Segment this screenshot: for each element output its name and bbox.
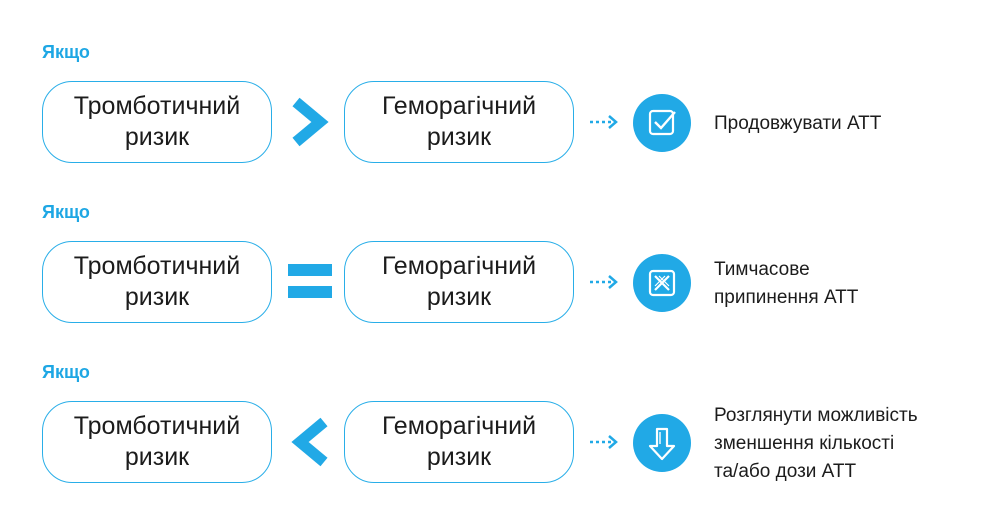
result-text: Тимчасове припинення АТТ [714,259,859,308]
greater-than-icon [292,97,329,147]
row-heading: Якщо [42,202,90,222]
check-icon [633,94,691,152]
x-icon [633,254,691,312]
dotted-arrow-icon [590,435,618,449]
hemorrhagic-risk-box: Геморагічний ризик [344,401,574,483]
box-label: Тромботичний ризик [73,92,241,151]
condition-row-1: Якщо Тромботичний ризик Геморагічний риз… [0,0,1000,163]
box-label: Геморагічний ризик [381,92,537,151]
box-label: Тромботичний ризик [73,412,241,471]
thrombotic-risk-box: Тромботичний ризик [42,241,272,323]
row-heading: Якщо [42,362,90,382]
box-label: Тромботичний ризик [73,252,241,311]
arrow-down-icon [633,414,691,472]
result-text: Продовжувати АТТ [714,113,882,134]
result-text: Розглянути можливість зменшення кількост… [714,405,918,482]
condition-row-3: Якщо Тромботичний ризик Геморагічний риз… [0,320,1000,483]
box-label: Геморагічний ризик [381,252,537,311]
dotted-arrow-icon [590,115,618,129]
row-heading: Якщо [42,42,90,62]
less-than-icon [291,417,328,467]
box-label: Геморагічний ризик [381,412,537,471]
hemorrhagic-risk-box: Геморагічний ризик [344,81,574,163]
thrombotic-risk-box: Тромботичний ризик [42,401,272,483]
hemorrhagic-risk-box: Геморагічний ризик [344,241,574,323]
equals-icon [288,264,332,298]
thrombotic-risk-box: Тромботичний ризик [42,81,272,163]
condition-row-2: Якщо Тромботичний ризик Геморагічний риз… [0,160,1000,323]
dotted-arrow-icon [590,275,618,289]
